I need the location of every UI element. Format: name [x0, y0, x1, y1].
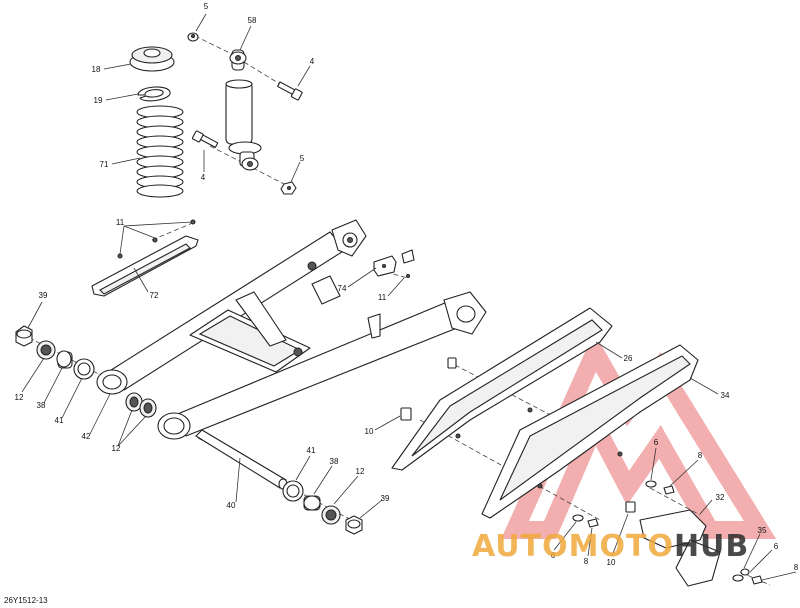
- nut-lower: [280, 181, 297, 195]
- callout-34: 34: [721, 391, 730, 400]
- callout-6: 6: [654, 438, 659, 447]
- callout-41: 41: [55, 416, 64, 425]
- figure-reference-code: 26Y1512-13: [4, 596, 48, 605]
- watermark-brand-automoto: AUTOMOTOHUB: [472, 529, 749, 564]
- callout-10: 10: [365, 427, 374, 436]
- bolt-39-right: [345, 515, 363, 535]
- shock-absorber: [225, 49, 262, 171]
- spacer-38-right: [303, 495, 321, 511]
- chain-cover: [481, 344, 699, 519]
- callout-12: 12: [112, 444, 121, 453]
- watermark-text: AUTOMOTOHUB: [472, 529, 749, 564]
- callout-41: 41: [307, 446, 316, 455]
- spring-retainer: [137, 86, 171, 102]
- callout-32: 32: [716, 493, 725, 502]
- callout-18: 18: [92, 65, 101, 74]
- bearing-12-left: [36, 340, 56, 360]
- bearings-12-middle: [125, 392, 157, 418]
- callout-38: 38: [37, 401, 46, 410]
- callout-12: 12: [356, 467, 365, 476]
- callout-38: 38: [330, 457, 339, 466]
- callout-42: 42: [82, 432, 91, 441]
- callout-10: 10: [607, 558, 616, 567]
- callout-58: 58: [248, 16, 257, 25]
- callout-26: 26: [624, 354, 633, 363]
- callout-71: 71: [100, 160, 109, 169]
- callout-5: 5: [204, 2, 209, 11]
- bolt-upper: [277, 81, 303, 101]
- chain-slider: [91, 219, 199, 297]
- bolt-lower: [191, 130, 219, 148]
- callout-4: 4: [310, 57, 315, 66]
- callout-labels: 5 58 18 4 19 71 4 5 11 72 74 11 39 12 38…: [15, 2, 799, 572]
- coil-spring: [136, 105, 184, 198]
- assembly-lines: [21, 35, 771, 586]
- bushing-41-left: [73, 358, 95, 380]
- clip-10-upper: [400, 407, 412, 421]
- callout-4: 4: [201, 173, 206, 182]
- callout-6: 6: [551, 551, 556, 560]
- callout-12: 12: [15, 393, 24, 402]
- callout-8: 8: [794, 563, 799, 572]
- callout-11: 11: [116, 218, 125, 227]
- callout-35: 35: [758, 526, 767, 535]
- bushing-41-right: [282, 480, 304, 502]
- callout-72: 72: [150, 291, 159, 300]
- spring-seat: [129, 46, 175, 72]
- clip-10-small: [447, 357, 457, 369]
- callout-6: 6: [774, 542, 779, 551]
- nut-top: [187, 32, 199, 42]
- callout-11: 11: [378, 293, 387, 302]
- bolt-39-left: [15, 325, 33, 347]
- pivot-shaft: [195, 429, 288, 490]
- leader-lines: [21, 13, 797, 581]
- callout-39: 39: [39, 291, 48, 300]
- callout-8: 8: [698, 451, 703, 460]
- callout-74: 74: [338, 284, 347, 293]
- callout-39: 39: [381, 494, 390, 503]
- chain-guard: [391, 307, 613, 471]
- callout-5: 5: [300, 154, 305, 163]
- spacer-38-left: [56, 350, 73, 369]
- clip: [373, 249, 415, 278]
- swing-arm: [96, 219, 487, 440]
- callout-40: 40: [227, 501, 236, 510]
- lower-guard: [625, 501, 721, 587]
- bearing-12-right: [321, 505, 341, 525]
- hardware-washers-screws: [572, 480, 763, 585]
- callout-8: 8: [584, 557, 589, 566]
- callout-19: 19: [94, 96, 103, 105]
